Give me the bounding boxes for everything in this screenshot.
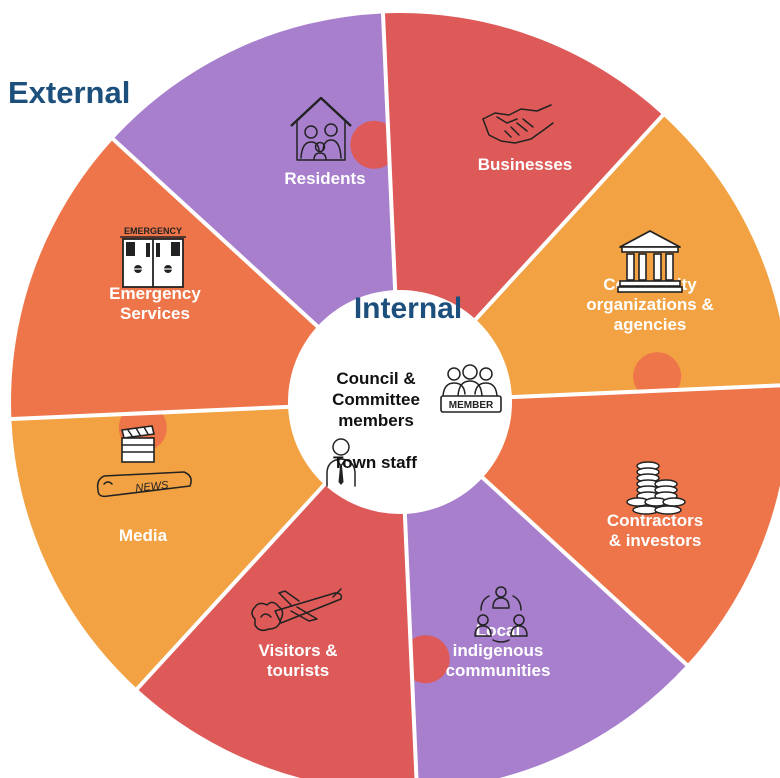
segment-label: indigenous — [453, 641, 544, 660]
external-heading: External — [8, 75, 130, 110]
segment-label: tourists — [267, 661, 329, 680]
segment-label: organizations & — [586, 295, 714, 314]
news-text: NEWS — [135, 479, 170, 494]
puzzle-segment — [479, 385, 780, 665]
segment-divider — [134, 478, 330, 692]
segment-label: agencies — [614, 315, 687, 334]
town-staff-label: Town staff — [333, 453, 417, 472]
council-label-line-2: Committee — [332, 390, 420, 409]
segment-divider — [9, 404, 295, 422]
house-family-icon — [290, 96, 352, 161]
segment-divider — [110, 136, 324, 332]
segment-label: Media — [119, 526, 168, 545]
emergency-door-icon: EMERGENCY — [120, 226, 186, 288]
segment-label: Businesses — [478, 155, 573, 174]
segment-divider — [380, 11, 398, 297]
segment-label: Residents — [284, 169, 365, 188]
council-label-line-3: members — [338, 411, 414, 430]
coin-stacks-icon — [626, 461, 686, 515]
segment-label: Contractors — [607, 511, 703, 530]
center-circle — [288, 290, 512, 514]
segment-label: Emergency — [109, 284, 201, 303]
puzzle-segment — [383, 13, 663, 323]
puzzle-segment — [113, 13, 396, 330]
segment-label: & investors — [609, 531, 702, 550]
segment-label: Visitors & — [258, 641, 337, 660]
segment-label: Local — [476, 621, 520, 640]
council-label-line-1: Council & — [336, 369, 415, 388]
member-group-icon: MEMBER — [440, 364, 502, 413]
segment-label: Services — [120, 304, 190, 323]
government-building-icon — [617, 230, 683, 293]
airplane-icon — [251, 588, 343, 632]
staff-person-icon — [326, 438, 356, 487]
segment-divider — [476, 472, 690, 668]
puzzle-segment — [137, 481, 417, 778]
clapperboard-newspaper-icon: NEWS — [96, 425, 192, 498]
member-badge-text: MEMBER — [449, 400, 494, 411]
emergency-sign-text: EMERGENCY — [124, 226, 182, 236]
puzzle-segment — [404, 475, 687, 778]
segment-divider — [402, 507, 419, 778]
segment-divider — [470, 112, 666, 326]
internal-heading: Internal — [354, 292, 462, 325]
handshake-icon — [482, 104, 554, 144]
puzzle-segment — [11, 406, 328, 689]
segment-label: communities — [446, 661, 551, 680]
people-network-icon — [474, 586, 528, 643]
segment-divider — [505, 383, 780, 400]
